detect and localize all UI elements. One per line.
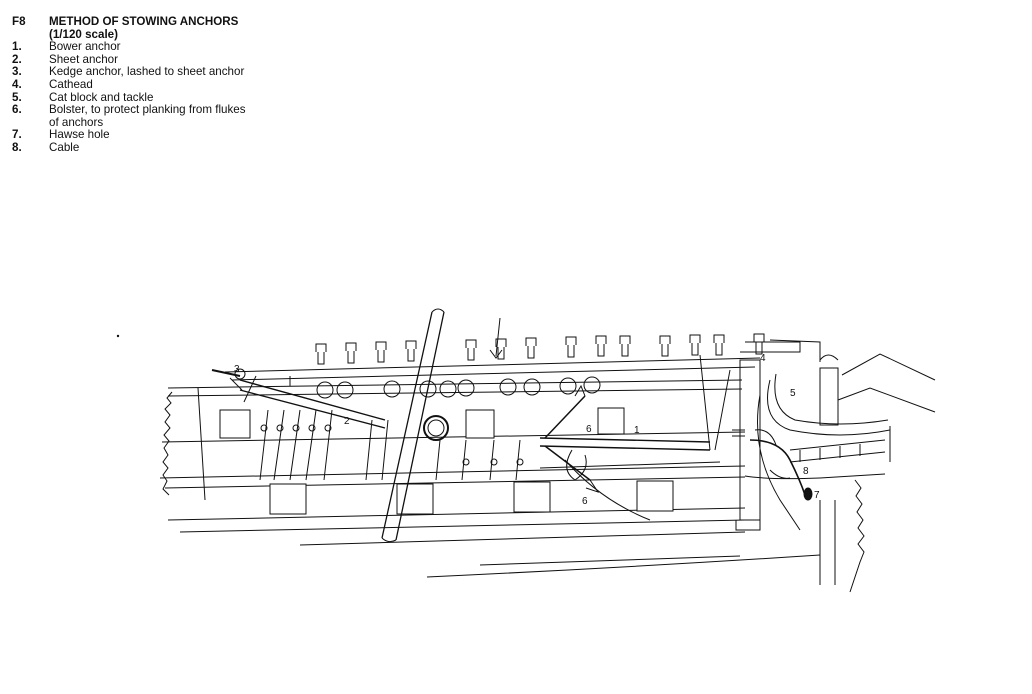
legend-number: 4.	[12, 77, 22, 91]
gangway-rail	[197, 357, 761, 501]
legend-text: Bower anchor	[49, 40, 121, 54]
legend-item: 5. Cat block and tackle	[12, 90, 246, 105]
figure-caption: F8 METHOD OF STOWING ANCHORS (1/120 scal…	[12, 15, 246, 155]
legend-item: 8. Cable	[12, 140, 246, 155]
legend-item: 4. Cathead	[12, 77, 246, 92]
legend-text: Sheet anchor	[49, 52, 118, 66]
callout-2: 2	[344, 416, 350, 427]
legend-text: Hawse hole	[49, 128, 110, 142]
legend-item: 6. Bolster, to protect planking from flu…	[12, 104, 246, 117]
speck	[116, 334, 120, 338]
legend-text: of anchors	[49, 115, 104, 129]
chain-plates	[259, 409, 524, 481]
cathead	[699, 341, 801, 531]
sheet-anchor	[211, 368, 386, 429]
callout-6b: 6	[582, 496, 588, 507]
legend-text: Bolster, to protect planking from flukes	[49, 103, 246, 117]
callout-4: 4	[760, 353, 766, 364]
legend-number: 1.	[12, 40, 22, 54]
callout-6a: 6	[586, 424, 592, 435]
caption-title-row: F8 METHOD OF STOWING ANCHORS	[12, 15, 246, 29]
caption-scale-row: (1/120 scale)	[12, 27, 246, 42]
head-rails	[757, 339, 936, 531]
pointer-arrow	[489, 317, 503, 359]
cable-and-hawse	[749, 429, 813, 501]
legend-number: 2.	[12, 52, 22, 66]
legend-item: 2. Sheet anchor	[12, 52, 246, 67]
callout-3: 3	[234, 364, 240, 375]
timberheads	[315, 333, 765, 365]
legend-item-continuation: of anchors	[12, 115, 246, 130]
legend-number: 6.	[12, 103, 22, 117]
legend-text: Cat block and tackle	[49, 90, 154, 104]
hull-break-edge	[162, 391, 173, 496]
legend-item: 3. Kedge anchor, lashed to sheet anchor	[12, 66, 246, 79]
legend-text: Cathead	[49, 77, 93, 91]
figure-title: METHOD OF STOWING ANCHORS	[49, 15, 239, 28]
legend-number: 7.	[12, 128, 22, 142]
bower-anchor	[539, 384, 721, 521]
hull-planking	[159, 379, 886, 578]
legend-text: Cable	[49, 140, 80, 154]
legend-number: 5.	[12, 90, 22, 104]
callout-7: 7	[814, 490, 820, 501]
legend-text: Kedge anchor, lashed to sheet anchor	[49, 65, 245, 79]
spar	[381, 308, 445, 543]
legend-number: 3.	[12, 65, 22, 79]
legend-item: 7. Hawse hole	[12, 129, 246, 142]
figure-scale: (1/120 scale)	[49, 27, 118, 41]
figure-number: F8	[12, 15, 26, 28]
rail-coils	[316, 376, 601, 399]
stem	[819, 479, 865, 593]
ring-bolt	[423, 415, 449, 441]
callout-8: 8	[803, 466, 809, 477]
legend-item: 1. Bower anchor	[12, 41, 246, 54]
legend-number: 8.	[12, 140, 22, 154]
callout-5: 5	[790, 388, 796, 399]
callout-1: 1	[634, 425, 640, 436]
